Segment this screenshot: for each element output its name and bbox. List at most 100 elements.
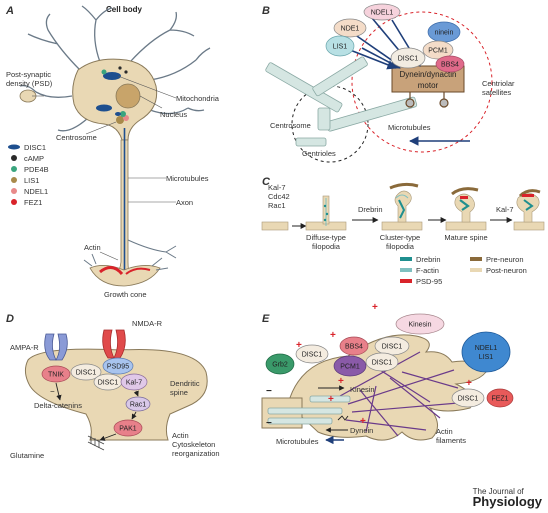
- e-kinesin: Kinesin: [409, 322, 432, 329]
- polarity-marks: + + + + + + +: [296, 302, 472, 427]
- actin-filaments: [339, 351, 471, 437]
- panel-b: B Dynein/dynactin motor: [262, 3, 515, 163]
- legend-label: cAMP: [24, 154, 44, 163]
- dendrites: [19, 5, 211, 132]
- b-lis1: LIS1: [333, 44, 348, 51]
- panel-c: C Kal-7 Cdc42 Rac1 Diffuse-type filopodi…: [261, 176, 545, 286]
- panel-a: A Cell body: [5, 5, 220, 299]
- satellites-boundary: [351, 11, 493, 153]
- panel-d-label: D: [6, 313, 14, 325]
- mito-label: Mitochondria: [176, 94, 220, 103]
- legend-swatch: [400, 279, 412, 283]
- legend-swatch: [11, 199, 17, 205]
- ampa-receptor: [44, 333, 68, 361]
- b-ninein: ninein: [435, 30, 454, 37]
- axon-shaft: [115, 128, 131, 277]
- panel-b-label: B: [262, 5, 270, 17]
- b-pcm1: PCM1: [428, 48, 448, 55]
- legend-swatch: [11, 188, 17, 194]
- d-disc1-a: DISC1: [76, 370, 97, 377]
- legend-swatch: [11, 177, 17, 183]
- actin-d-2: Cytoskeleton: [172, 440, 215, 449]
- glutamine-label: Glutamine: [10, 451, 44, 460]
- factor-2: Cdc42: [268, 192, 290, 201]
- legend-swatch: [8, 144, 20, 150]
- d-minus: −: [50, 387, 55, 396]
- kinesin-e-label: Kinesin: [350, 385, 375, 394]
- d-rac1: Rac1: [130, 402, 146, 409]
- actin-d-3: reorganization: [172, 449, 220, 458]
- b-nde1: NDE1: [341, 26, 360, 33]
- growth-cone-label: Growth cone: [104, 290, 147, 299]
- legend-label: LIS1: [24, 176, 39, 185]
- microtubule-tubes: [265, 56, 418, 147]
- microtubules-label-b: Microtubules: [388, 123, 431, 132]
- diffuse-filopodia: [305, 195, 347, 231]
- spine-label-2: spine: [170, 388, 188, 397]
- plus-mark: +: [328, 394, 334, 405]
- ampa-label: AMPA-R: [10, 343, 39, 352]
- centrosome-label: Centrosome: [56, 133, 97, 142]
- d-tnik: TNIK: [48, 372, 64, 379]
- psd-label-1: Post-synaptic: [6, 70, 51, 79]
- e-pcm1: PCM1: [340, 364, 360, 371]
- e-ndel1: NDEL1: [475, 345, 498, 352]
- actin-label-a: Actin: [84, 243, 101, 252]
- plus-mark: +: [338, 376, 344, 387]
- delta-catenins-label: Delta-catenins: [34, 401, 82, 410]
- kal7-step: Kal-7: [496, 205, 514, 214]
- journal-logo: The Journal of Physiology: [473, 487, 542, 509]
- panel-a-leaders: [32, 75, 177, 261]
- journal-line1: The Journal of: [472, 487, 524, 496]
- panel-d-arrows: [55, 382, 139, 441]
- satellites-label-1: Centriolar: [482, 79, 515, 88]
- microtubules-label-a: Microtubules: [166, 174, 209, 183]
- drebrin-step: Drebrin: [358, 205, 383, 214]
- axon-label: Axon: [176, 198, 193, 207]
- pre-neuron-terminal: [451, 187, 479, 196]
- d-psd95: PSD95: [107, 364, 129, 371]
- e-actin-2: filaments: [436, 436, 466, 445]
- legend-label: NDEL1: [24, 187, 48, 196]
- d-disc1-b: DISC1: [98, 380, 119, 387]
- legend-label: Post-neuron: [486, 266, 527, 275]
- panel-d-nodes: TNIK DISC1 PSD95 DISC1 Kal-7 Rac1 PAK1: [41, 357, 151, 437]
- minus-mark: −: [266, 418, 272, 429]
- dendrite-shaft-1: [261, 221, 289, 231]
- cell-body-title: Cell body: [106, 5, 143, 14]
- legend-swatch: [470, 257, 482, 261]
- actin-ladder: [87, 435, 105, 451]
- camp-dot: [118, 66, 122, 70]
- factor-3: Rac1: [268, 201, 286, 210]
- d-kal7: Kal-7: [126, 380, 142, 387]
- legend-label: PDE4B: [24, 165, 49, 174]
- b-ndel1: NDEL1: [371, 10, 394, 17]
- e-grb2: Grb2: [272, 362, 288, 369]
- panel-a-label: A: [5, 5, 14, 17]
- legend-swatch: [400, 257, 412, 261]
- e-disc1-top: DISC1: [382, 344, 403, 351]
- motor-label-1: Dynein/dynactin: [400, 70, 457, 79]
- plus-mark: +: [466, 378, 472, 389]
- legend-label: Drebrin: [416, 255, 441, 264]
- legend-label: PSD-95: [416, 277, 442, 286]
- e-bbs4: BBS4: [345, 344, 363, 351]
- stage3-label: Mature spine: [444, 233, 487, 242]
- e-disc1-left: DISC1: [302, 352, 323, 359]
- plus-mark: +: [330, 330, 336, 341]
- stage1-line2: filopodia: [312, 242, 341, 251]
- e-microtubules: [267, 395, 351, 425]
- stage2-line2: filopodia: [386, 242, 415, 251]
- panel-c-label: C: [262, 176, 271, 188]
- growth-cone-shape: [83, 253, 169, 287]
- legend-label: Pre-neuron: [486, 255, 524, 264]
- pre-neuron-terminal: [389, 182, 419, 190]
- nucleus-label: Nucleus: [160, 110, 187, 119]
- legend-label: F-actin: [416, 266, 439, 275]
- dynein-label: Dynein: [350, 426, 373, 435]
- mitochondrion-1: [103, 72, 121, 80]
- stage1-line1: Diffuse-type: [306, 233, 346, 242]
- minus-marks: − −: [266, 386, 272, 429]
